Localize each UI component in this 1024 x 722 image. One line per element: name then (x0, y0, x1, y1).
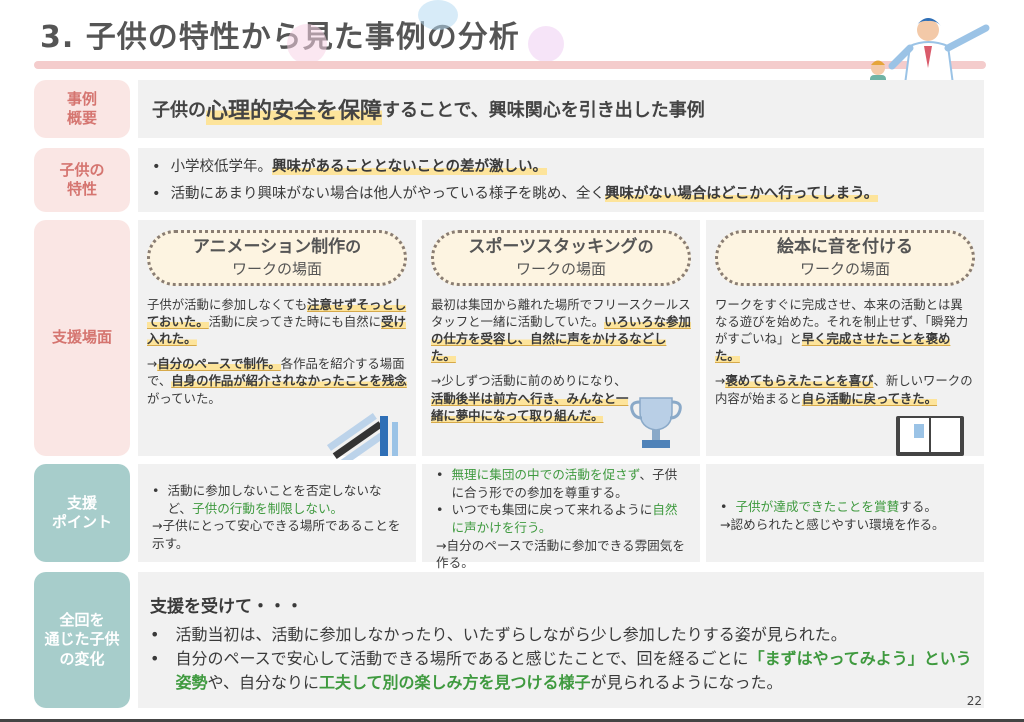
scene-highlight: 自ら活動に戻ってきた。 (801, 390, 938, 406)
scene-animation: アニメーション制作の ワークの場面 子供が活動に参加しなくても注意せずそっとして… (138, 220, 416, 460)
scene-text: 最初は集団から離れた場所でフリースクールスタッフと一緒に活動していた。 (431, 297, 691, 330)
summary-text: や、自分なりに (207, 673, 319, 692)
point-arrow-text: →認められたと感じやすい環境を作る。 (720, 516, 945, 532)
trait-highlight: 興味があることとないことの差が激しい。 (272, 159, 547, 175)
scene-subtitle: ワークの場面 (515, 260, 606, 279)
traits-panel: • 小学校低学年。興味があることとないことの差が激しい。 • 活動にあまり興味が… (138, 148, 984, 212)
scene-picturebook: 絵本に音を付ける ワークの場面 ワークをすぐに完成させ、本来の活動とは異なる遊び… (706, 220, 984, 456)
scene-title-particle: の (637, 236, 654, 256)
list-item: • 活動にあまり興味がない場合は他人がやっている様子を眺め、全く興味がない場合は… (152, 181, 970, 208)
scene-title: アニメーション制作 (192, 236, 346, 257)
decor-bubble (418, 0, 458, 30)
scene-text: → (147, 356, 158, 372)
point-green-text: 無理に集団の中での活動を促さず (451, 467, 640, 482)
list-item: • 子供が達成できたことを賞賛する。 (720, 498, 970, 516)
bullet-icon: • (152, 186, 161, 202)
list-item: • 無理に集団の中での活動を促さず、子供に合う形での参加を尊重する。 (436, 466, 686, 501)
scene-highlight: 自分のペースで制作。 (157, 356, 281, 372)
scene-paragraph: 子供が活動に参加しなくても注意せずそっとしておいた。活動に戻ってきた時にも自然に… (147, 296, 407, 347)
summary-text: が見られるようになった。 (590, 673, 783, 692)
point-arrow-text: →自分のペースで活動に参加できる雰囲気を作る。 (436, 537, 685, 571)
list-item: • 活動に参加しないことを否定しないなど、子供の行動を制限しない。 (152, 482, 402, 517)
scene-text: ワークをすぐに完成させ、本来の活動とは異なる遊びを始めた。それを制止せず、「瞬発… (715, 297, 969, 347)
open-book-icon (896, 416, 964, 456)
label-change: 全回を 通じた子供 の変化 (34, 572, 130, 708)
bottom-rule (0, 719, 1024, 722)
summary-panel: 支援を受けて・・・ • 活動当初は、活動に参加しなかったり、いたずらしながら少し… (138, 572, 984, 708)
scene-title-pill: 絵本に音を付ける ワークの場面 (715, 230, 975, 286)
list-item: • 小学校低学年。興味があることとないことの差が激しい。 (152, 154, 970, 181)
point-green-text: 子供が達成できたことを賞賛 (735, 499, 900, 514)
scene-highlight: 自身の作品が紹介されなかったことを残念 (171, 373, 407, 389)
trait-text: 小学校低学年。 (170, 159, 273, 175)
overview-post: することで、興味関心を引き出した事例 (382, 100, 705, 121)
trait-text: 活動にあまり興味がない場合は他人がやっている様子を眺め、全く (170, 186, 605, 202)
overview-pre: 子供の (152, 100, 206, 121)
scene-subtitle: ワークの場面 (231, 260, 322, 279)
point-arrow-text: →子供にとって安心できる場所であることを示す。 (152, 518, 401, 551)
scene-title-pill: アニメーション制作の ワークの場面 (147, 230, 407, 286)
label-overview: 事例 概要 (34, 80, 130, 138)
point-text: 、子供に合う形での参加を尊重する。 (451, 467, 678, 500)
trophy-icon (630, 397, 682, 448)
bullet-icon: • (150, 625, 160, 644)
summary-text: 自分のペースで安心して活動できる場所であると感じたことで、回を経るごとに (175, 649, 749, 668)
scene-text: がっていた。 (147, 390, 221, 406)
scene-highlight: 褒めてもらえたことを喜び (725, 373, 874, 389)
label-point: 支援 ポイント (34, 464, 130, 562)
scene-title-pill: スポーツスタッキングの ワークの場面 (431, 230, 691, 286)
scene-text: → (715, 373, 726, 389)
bullet-icon: • (150, 649, 160, 668)
scene-subtitle: ワークの場面 (799, 260, 890, 279)
point-text: いつでも集団に戻って来れるように (451, 502, 653, 518)
title-underline (34, 61, 986, 69)
scene-title: スポーツスタッキング (468, 236, 638, 257)
bullet-icon: • (152, 483, 160, 498)
point-text: する。 (899, 499, 937, 514)
scene-paragraph: ワークをすぐに完成させ、本来の活動とは異なる遊びを始めた。それを制止せず、「瞬発… (715, 296, 975, 364)
page-number: 22 (966, 694, 982, 708)
point-stacking: • 無理に集団の中での活動を促さず、子供に合う形での参加を尊重する。 • いつで… (422, 464, 700, 570)
scene-title-particle: の (345, 236, 362, 256)
summary-green-text: 工夫して別の楽しみ方を見つける様子 (318, 673, 591, 692)
scene-stacking: スポーツスタッキングの ワークの場面 最初は集団から離れた場所でフリースクールス… (422, 220, 700, 456)
point-green-text: 子供の行動を制限しない。 (192, 500, 344, 516)
bullet-icon: • (436, 502, 444, 518)
overview-panel: 子供の 心理的安全を保障 することで、興味関心を引き出した事例 (138, 80, 984, 138)
point-picturebook: • 子供が達成できたことを賞賛する。 →認められたと感じやすい環境を作る。 (706, 464, 984, 562)
scene-text: 子供が活動に参加しなくても (147, 297, 308, 312)
label-scene: 支援場面 (34, 220, 130, 456)
decor-bubble (528, 26, 564, 62)
list-item: • 活動当初は、活動に参加しなかったり、いたずらしながら少し参加したりする姿が見… (150, 623, 972, 647)
summary-text: 活動当初は、活動に参加しなかったり、いたずらしながら少し参加したりする姿が見られ… (175, 625, 847, 644)
summary-green-text: 「まずはやってみよう」という姿勢 (175, 649, 972, 692)
paint-tubes-icon (326, 413, 398, 460)
bullet-icon: • (152, 159, 161, 175)
scene-text: 活動に戻ってきた時にも自然に (208, 314, 382, 330)
point-green-text: 自然に声かけを行う。 (451, 502, 678, 535)
trait-highlight: 興味がない場合はどこかへ行ってしまう。 (604, 186, 879, 202)
overview-highlight: 心理的安全を保障 (206, 93, 383, 125)
scene-title: 絵本に音を付ける (777, 236, 913, 257)
point-animation: • 活動に参加しないことを否定しないなど、子供の行動を制限しない。 →子供にとっ… (138, 464, 416, 562)
label-traits: 子供の 特性 (34, 148, 130, 212)
list-item: • いつでも集団に戻って来れるように自然に声かけを行う。 (436, 501, 686, 536)
scene-text: 各作品を紹介する場面で、 (147, 356, 405, 389)
scene-paragraph: →自分のペースで制作。各作品を紹介する場面で、自身の作品が紹介されなかったことを… (147, 355, 407, 406)
list-item: • 自分のペースで安心して活動できる場所であると感じたことで、回を経るごとに「ま… (150, 647, 972, 695)
summary-heading: 支援を受けて・・・ (150, 597, 303, 617)
scene-paragraph: 最初は集団から離れた場所でフリースクールスタッフと一緒に活動していた。いろいろな… (431, 296, 691, 364)
scene-paragraph: →少しずつ活動に前のめりになり、活動後半は前方へ行き、みんなと一緒に夢中になって… (431, 372, 691, 423)
decor-bubble (287, 24, 327, 64)
scene-text: 、新しいワークの内容が始まると (715, 373, 973, 406)
bullet-icon: • (720, 499, 728, 514)
point-text: 活動に参加しないことを否定しないなど、 (167, 483, 382, 516)
bullet-icon: • (436, 467, 444, 482)
scene-text: →少しずつ活動に前のめりになり、 (431, 373, 627, 389)
scene-paragraph: →褒めてもらえたことを喜び、新しいワークの内容が始まると自ら活動に戻ってきた。 (715, 372, 975, 406)
scene-highlight: 活動後半は前方へ行き、みんなと一緒に夢中になって取り組んだ。 (431, 390, 629, 423)
